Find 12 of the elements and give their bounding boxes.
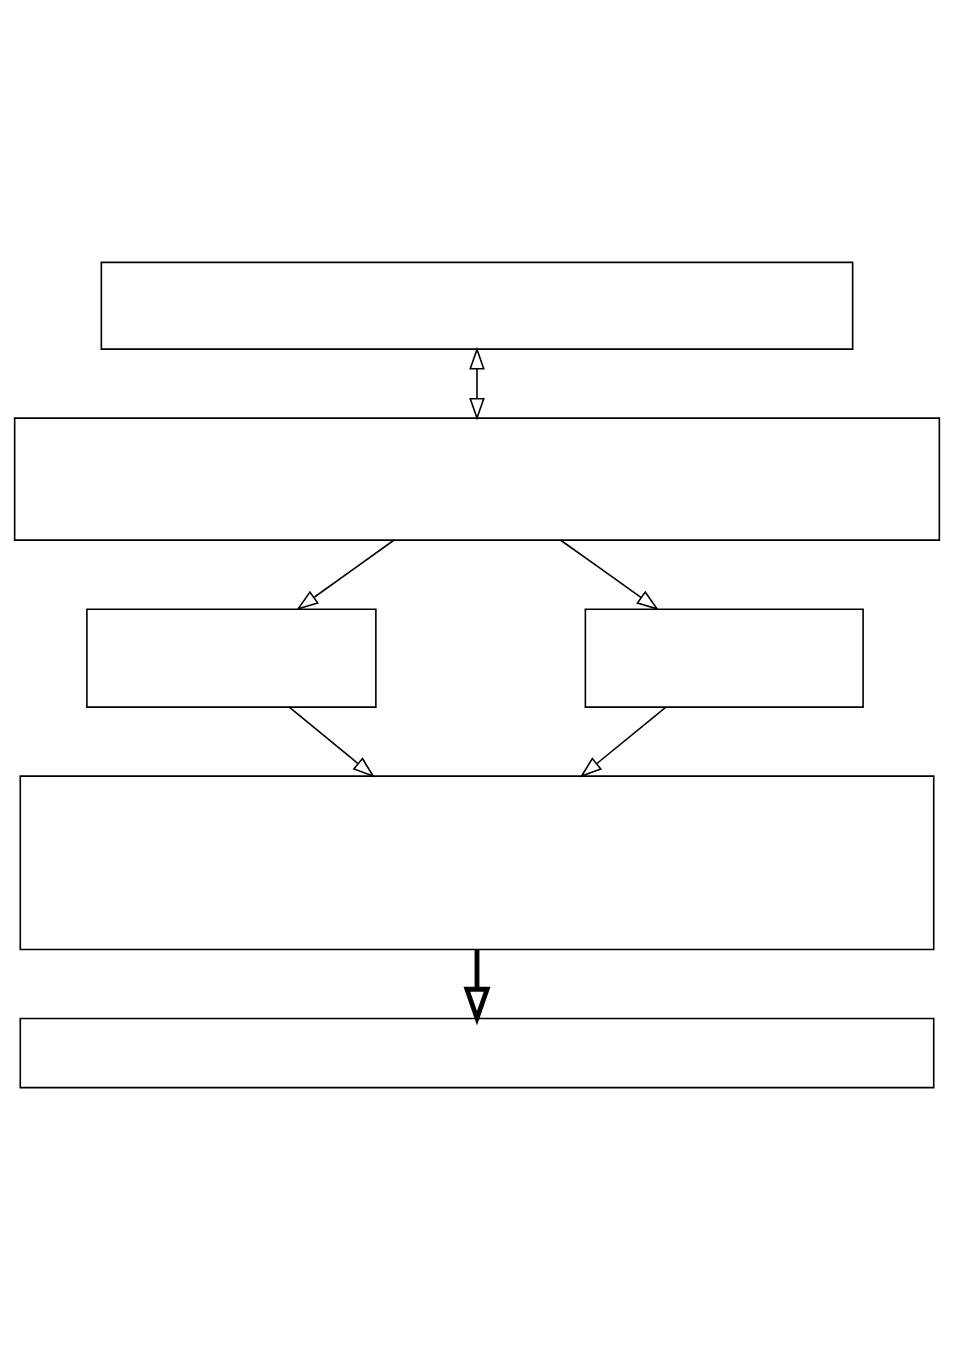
node-box [19,1017,935,1089]
arrow [469,347,485,421]
node-box [86,608,377,708]
arrow [296,539,395,611]
node-box [584,608,864,708]
node-box [100,261,854,350]
node-box [19,775,935,951]
arrow [288,706,375,778]
arrow [559,539,659,611]
arrow [463,949,491,1026]
node-box [13,417,941,541]
arrow [579,706,667,778]
